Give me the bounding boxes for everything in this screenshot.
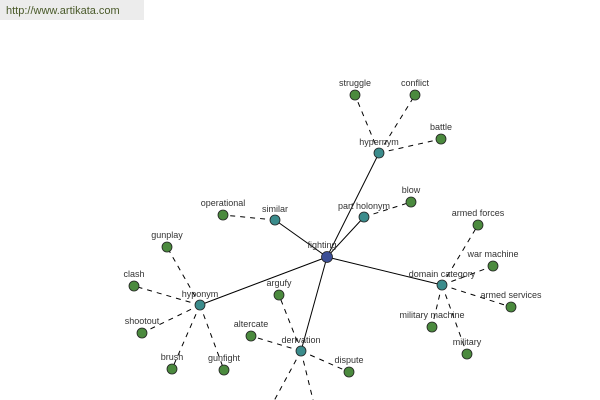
relation-node-hypernym[interactable]	[373, 147, 385, 159]
edge-dashed	[363, 201, 412, 218]
relation-label: domain category	[409, 269, 476, 279]
relation-node-part-holonym[interactable]	[358, 211, 370, 223]
edge-dashed	[222, 214, 276, 221]
edge-part-holonym	[326, 216, 365, 258]
relation-label: hypernym	[359, 137, 399, 147]
word-label: military machine	[399, 310, 464, 320]
word-label: conflict	[401, 78, 430, 88]
relation-label: similar	[262, 204, 288, 214]
word-label: blow	[402, 185, 421, 195]
edge-dashed	[300, 350, 314, 400]
edge-dashed	[378, 138, 442, 154]
word-node-battle[interactable]	[435, 133, 447, 145]
word-label: brush	[161, 352, 184, 362]
edge-dashed	[441, 224, 479, 286]
relation-node-similar[interactable]	[269, 214, 281, 226]
edge-dashed	[300, 350, 350, 373]
word-node-war-machine[interactable]	[487, 260, 499, 272]
edge-dashed	[171, 304, 201, 370]
word-node-clash[interactable]	[128, 280, 140, 292]
center-label: fighting	[307, 240, 336, 250]
relation-node-domain-category[interactable]	[436, 279, 448, 291]
edge-dashed	[166, 246, 201, 306]
word-node-argufy[interactable]	[273, 289, 285, 301]
word-node-struggle[interactable]	[349, 89, 361, 101]
word-label: shootout	[125, 316, 160, 326]
site-link[interactable]: http://www.artikata.com	[0, 0, 144, 20]
relation-node-derivation[interactable]	[295, 345, 307, 357]
word-label: dispute	[334, 355, 363, 365]
edge-domain-category	[326, 256, 443, 286]
word-node-military-machine[interactable]	[426, 321, 438, 333]
edge-dashed	[441, 284, 468, 355]
edge-dashed	[354, 94, 380, 154]
word-label: armed forces	[452, 208, 505, 218]
word-label: gunplay	[151, 230, 183, 240]
edge-dashed	[133, 285, 201, 306]
word-node-gunfight[interactable]	[218, 364, 230, 376]
relation-label: derivation	[281, 335, 320, 345]
word-label: battle	[430, 122, 452, 132]
center-node[interactable]	[321, 251, 333, 263]
word-node-brush[interactable]	[166, 363, 178, 375]
edge-dashed	[141, 304, 201, 334]
word-node-shootout[interactable]	[136, 327, 148, 339]
relation-label: hyponym	[182, 289, 219, 299]
relation-node-hyponym[interactable]	[194, 299, 206, 311]
relation-label: part holonym	[338, 201, 390, 211]
edge-derivation	[300, 256, 328, 352]
word-label: military	[453, 337, 482, 347]
word-node-armed-services[interactable]	[505, 301, 517, 313]
word-label: clash	[123, 269, 144, 279]
edge-dashed	[431, 284, 443, 328]
edge-similar	[274, 219, 328, 258]
edge-hypernym	[326, 152, 380, 258]
word-label: war machine	[466, 249, 518, 259]
word-node-armed-forces[interactable]	[472, 219, 484, 231]
word-node-gunplay[interactable]	[161, 241, 173, 253]
edge-dashed	[278, 294, 302, 352]
word-node-blow[interactable]	[405, 196, 417, 208]
edge-dashed	[273, 350, 302, 400]
edge-dashed	[250, 335, 302, 352]
word-label: operational	[201, 198, 246, 208]
word-node-operational[interactable]	[217, 209, 229, 221]
edge-dashed	[199, 304, 225, 371]
edge-dashed	[378, 94, 416, 154]
word-node-dispute[interactable]	[343, 366, 355, 378]
word-node-military[interactable]	[461, 348, 473, 360]
word-node-altercate[interactable]	[245, 330, 257, 342]
word-label: gunfight	[208, 353, 241, 363]
word-node-conflict[interactable]	[409, 89, 421, 101]
word-label: armed services	[480, 290, 542, 300]
word-label: argufy	[266, 278, 292, 288]
word-label: struggle	[339, 78, 371, 88]
edge-dashed	[441, 284, 512, 308]
word-label: altercate	[234, 319, 269, 329]
edge-hyponym	[199, 256, 328, 306]
